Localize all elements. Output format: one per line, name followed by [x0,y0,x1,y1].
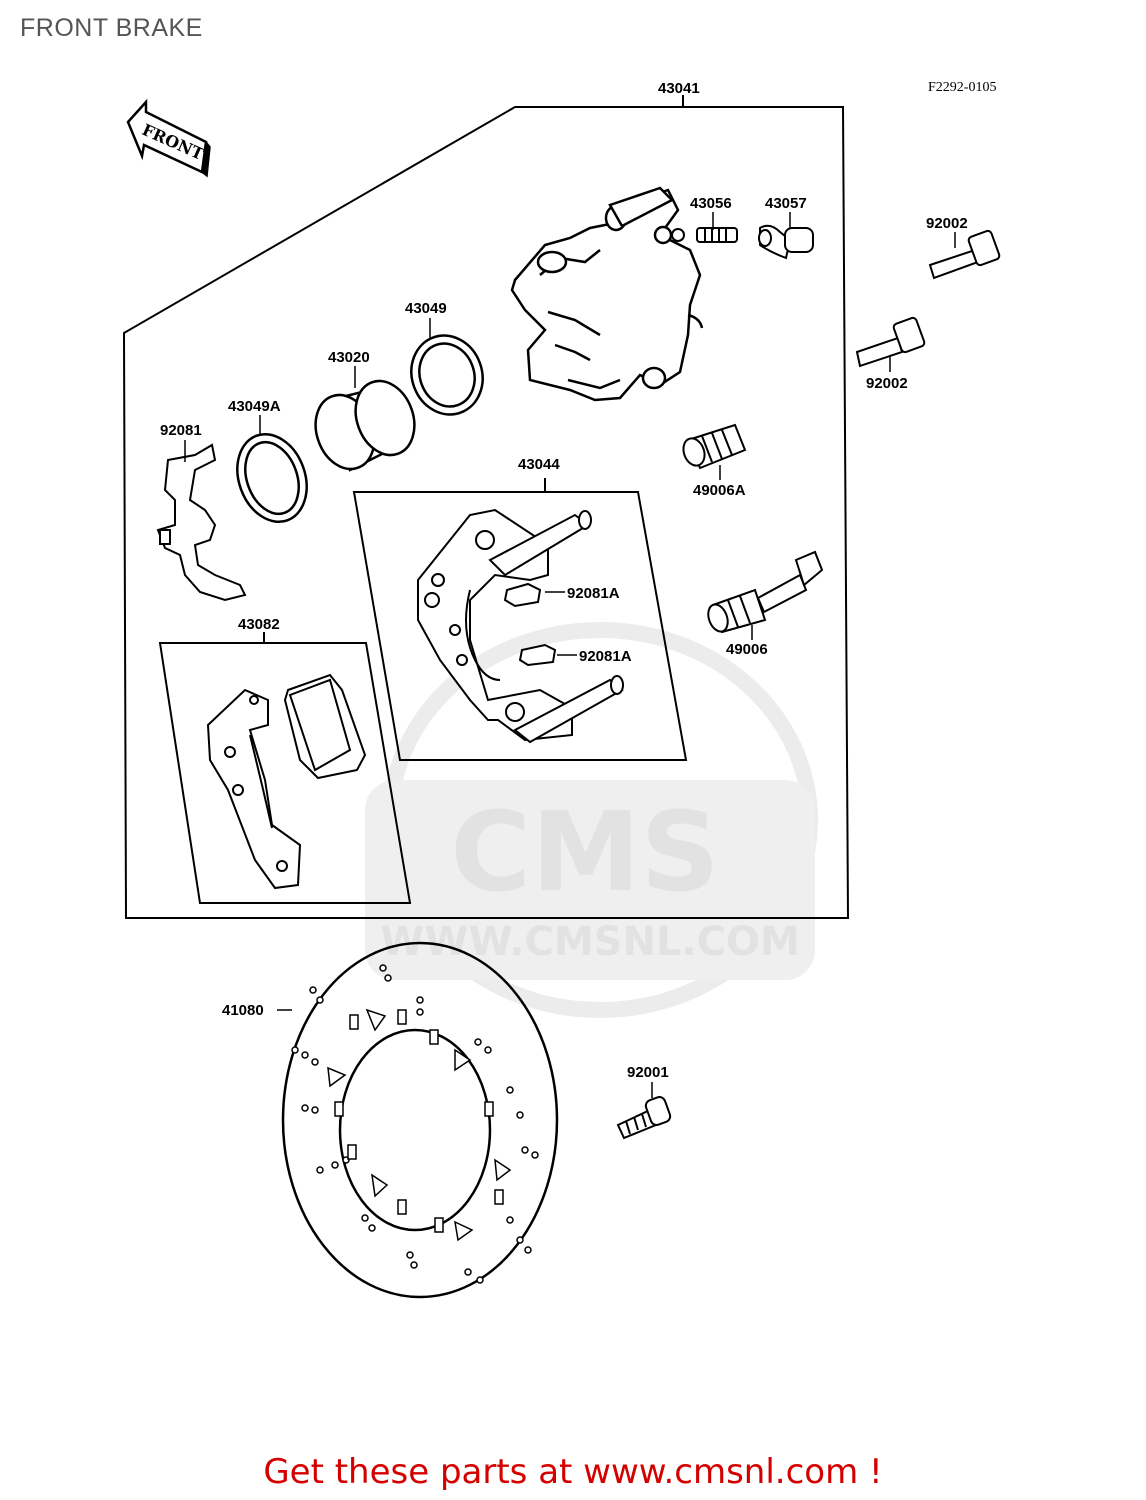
label-41080: 41080 [222,1002,264,1019]
part-labels: 43041 43056 43057 92002 92002 43049 4302… [160,80,968,1081]
label-92002-top: 92002 [926,215,968,232]
leader-lines [184,212,956,1098]
label-43041: 43041 [658,80,700,97]
pad-frame [158,632,412,904]
watermark: CMS WWW.CMSNL.COM [365,622,818,1018]
label-43056: 43056 [690,195,732,212]
label-43082: 43082 [238,616,280,633]
clip-92081A-upper [503,582,542,608]
pad-spring-92081 [156,443,247,602]
label-43049A: 43049A [228,398,281,415]
boot-49006A [682,423,747,470]
label-92081A-lower: 92081A [579,648,632,665]
dust-seal-43049A [236,432,308,524]
label-43020: 43020 [328,349,370,366]
label-49006A: 49006A [693,482,746,499]
watermark-url: WWW.CMSNL.COM [380,919,800,965]
front-arrow: FRONT [126,98,211,178]
bleeder-valve [671,227,738,243]
disc-screw-92001 [616,1096,672,1140]
caliper-assembly-frame [122,95,850,919]
parts-diagram: CMS WWW.CMSNL.COM FRONT [122,80,1001,1299]
piston-seal-43049 [410,334,484,416]
pin-boot-49006 [707,550,824,634]
brake-disc [281,941,559,1299]
label-92081: 92081 [160,422,202,439]
bolt-92002-bottom [855,316,926,368]
page-title: FRONT BRAKE [20,14,203,42]
caliper-bracket [417,508,624,744]
clip-92081A-lower [518,643,557,667]
caliper-body [510,186,704,402]
label-92081A-upper: 92081A [567,585,620,602]
brake-pads [206,673,367,890]
label-43049: 43049 [405,300,447,317]
label-43057: 43057 [765,195,807,212]
bolt-92002-top [928,229,1001,280]
label-92002-bottom: 92002 [866,375,908,392]
piston [314,379,416,472]
label-43044: 43044 [518,456,560,473]
bleeder-cap [758,224,814,260]
watermark-brand: CMS [450,788,719,916]
label-92001: 92001 [627,1064,669,1081]
footer-link-text[interactable]: Get these parts at www.cmsnl.com ! [263,1452,883,1492]
label-49006: 49006 [726,641,768,658]
figure-code: F2292-0105 [928,80,997,95]
bracket-frame [352,478,688,761]
